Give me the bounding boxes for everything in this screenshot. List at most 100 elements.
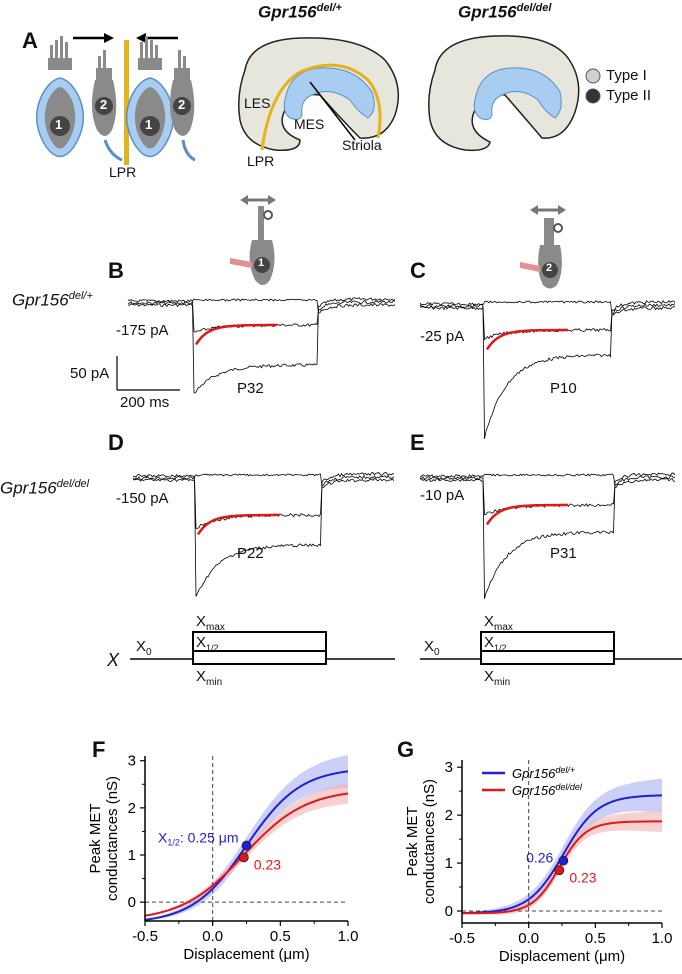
trace-c-fit <box>485 328 568 351</box>
x-axis-label: Displacement (μm) <box>499 948 625 965</box>
cell-number-2a: 2 <box>100 97 108 112</box>
legend-name: Gpr156 <box>512 766 556 781</box>
trace-e-sweep <box>419 472 676 599</box>
het-half-label: X1/2: 0.25 μm <box>158 830 239 848</box>
type-ii-hair-cell-right <box>169 50 196 162</box>
x-tick-label: 0.5 <box>270 928 291 945</box>
stimulus-xmax-right: Xmax <box>484 613 513 633</box>
x-tick-label: 0.0 <box>518 930 539 947</box>
stimulus-x0-right: X0 <box>424 638 440 658</box>
cell-number-1a: 1 <box>55 117 63 132</box>
x-tick-label: 0.5 <box>585 930 606 947</box>
mes-label: MES <box>294 116 325 132</box>
stimulus-xmin-right: Xmin <box>484 668 511 688</box>
y-tick-label: 3 <box>445 759 453 776</box>
x-tick-label: 1.0 <box>338 928 359 945</box>
trace-d-sweep <box>133 473 395 488</box>
utricle-het-diagram <box>238 37 400 152</box>
trace-e <box>419 472 676 599</box>
cell-number-2c: 2 <box>546 262 553 274</box>
panel-label-g: G <box>397 737 415 762</box>
legend-sup: del/del <box>555 782 583 792</box>
legend-type-i: Type I <box>606 67 647 84</box>
trace-e-sweep <box>419 473 676 489</box>
y-tick-label: 1 <box>128 847 136 864</box>
genotype-hom-title: Gpr156del/del <box>458 2 552 22</box>
panel-label-b: B <box>108 258 124 283</box>
y-axis-label-line2: conductances (nS) <box>421 779 438 904</box>
lpr-label-utricle: LPR <box>247 153 275 169</box>
scale-bar-x-label: 200 ms <box>120 394 170 411</box>
trace-d-sweep <box>132 472 395 597</box>
row-label-het: Gpr156del/+ <box>12 290 93 310</box>
trace-b-sweep <box>127 298 396 314</box>
arrow-right-icon <box>73 33 114 43</box>
type-i-hair-cell-right <box>126 36 174 158</box>
half-point-hom <box>554 865 565 876</box>
probe-diagram-type-i <box>230 195 276 285</box>
current-d: -150 pA <box>116 490 169 507</box>
y-axis-label-line1: Peak MET <box>87 803 104 873</box>
legend-name: Gpr156 <box>512 783 556 798</box>
cell-number-2b: 2 <box>178 97 186 112</box>
x-axis-label: Displacement (μm) <box>183 946 309 963</box>
hom-half-label: 0.23 <box>569 869 596 885</box>
utricle-hom-diagram <box>428 35 580 152</box>
band-het <box>145 754 348 920</box>
trace-b <box>127 297 396 394</box>
trace-c-sweep <box>419 300 675 316</box>
half-point-het <box>241 840 252 851</box>
panel-label-a: A <box>22 28 38 53</box>
current-e: -10 pA <box>420 487 465 504</box>
legend-sup: del/+ <box>555 765 575 775</box>
scale-bar-y-label: 50 pA <box>70 365 110 382</box>
y-tick-label: 3 <box>128 753 136 770</box>
het-half-val: : 0.25 μm <box>180 830 239 846</box>
stimulus-xhalf-right: X1/2 <box>484 634 507 653</box>
age-c: P10 <box>550 380 577 397</box>
x-tick-label: -0.5 <box>132 928 158 945</box>
hom-half-label: 0.23 <box>254 856 281 872</box>
x-tick-label: 1.0 <box>652 930 673 947</box>
stimulus-xhalf-left: X1/2 <box>196 634 219 653</box>
trace-b-sweep <box>127 297 396 394</box>
age-b: P32 <box>237 380 264 397</box>
striola-label: Striola <box>342 137 382 153</box>
stimulus-left <box>130 631 395 665</box>
trace-b-sweep <box>127 299 396 333</box>
scale-bar <box>116 356 180 391</box>
y-axis-label-line2: conductances (nS) <box>104 776 121 901</box>
cell-number-1b: 1 <box>145 117 153 132</box>
het-half-sub: 1/2 <box>167 838 180 848</box>
stimulus-x0-left: X0 <box>136 638 152 658</box>
x-tick-label: -0.5 <box>449 930 475 947</box>
stimulus-xmax-left: Xmax <box>196 613 225 633</box>
legend-label-het: Gpr156del/+ <box>512 765 575 781</box>
lpr-line <box>124 40 129 165</box>
panel-label-e: E <box>410 430 425 455</box>
trace-c <box>419 299 676 439</box>
age-e: P31 <box>550 545 577 562</box>
trace-e-fit <box>485 503 568 526</box>
y-tick-label: 0 <box>445 903 453 920</box>
trace-b-fit <box>194 323 277 346</box>
type-ii-legend-dot <box>585 88 601 104</box>
stimulus-xmin-left: Xmin <box>196 668 223 688</box>
x-tick-label: 0.0 <box>202 928 223 945</box>
het-half-label: 0.26 <box>526 850 553 866</box>
type-i-hair-cell-left <box>36 36 84 158</box>
panel-label-d: D <box>108 430 124 455</box>
y-tick-label: 2 <box>445 807 453 824</box>
probe-diagram-type-ii <box>520 205 566 289</box>
y-tick-label: 0 <box>128 894 136 911</box>
half-point-het <box>558 855 569 866</box>
y-tick-label: 1 <box>445 855 453 872</box>
legend-type-ii: Type II <box>606 87 652 104</box>
stimulus-x-label: X <box>107 650 120 670</box>
legend-label-hom: Gpr156del/del <box>512 782 583 798</box>
trace-c-sweep <box>419 299 676 439</box>
genotype-het-title: Gpr156del/+ <box>258 2 342 22</box>
